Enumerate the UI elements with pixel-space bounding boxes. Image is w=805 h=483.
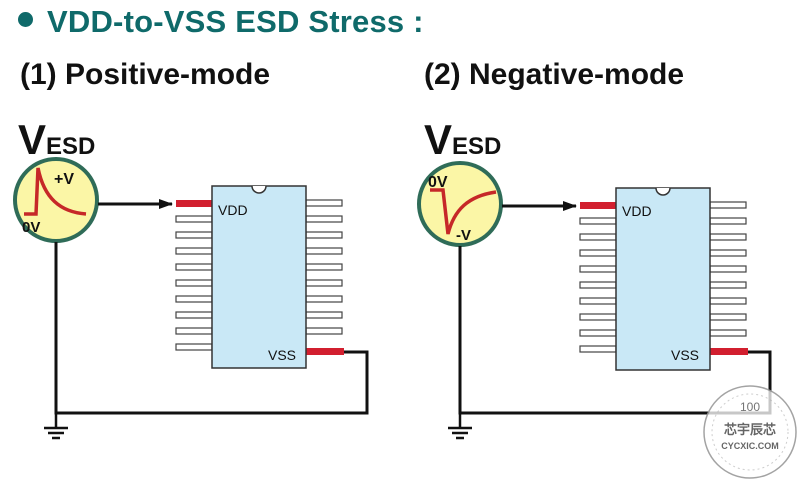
base-label-positive: 0V: [22, 219, 40, 236]
watermark-top: 100: [740, 400, 760, 414]
esd-source-negative: [417, 161, 503, 247]
vdd-label-negative: VDD: [622, 203, 652, 219]
negative-mode-heading: (2) Negative-mode: [424, 58, 685, 91]
left-pins-negative: [579, 217, 617, 353]
esd-source-positive: [13, 157, 99, 243]
vss-label-positive: VSS: [268, 347, 296, 363]
watermark-site: CYCXIC.COM: [721, 441, 779, 451]
ground-icon: [448, 413, 472, 440]
slide-title: VDD-to-VSS ESD Stress :: [18, 4, 424, 40]
return-wire-positive: [54, 242, 369, 415]
watermark-brand: 芯宇辰芯: [724, 422, 776, 437]
panel-positive: +V 0V: [13, 157, 369, 440]
positive-mode-heading: (1) Positive-mode: [20, 58, 271, 91]
vdd-pin-negative: [580, 202, 616, 209]
chip-notch-negative: [655, 187, 671, 196]
chip-notch-positive: [251, 185, 267, 194]
panel-negative: 0V -V: [417, 161, 772, 440]
vesd-sub-negative: ESD: [452, 133, 502, 160]
vesd-label-negative: VESD: [424, 116, 501, 164]
bullet-icon: [18, 12, 33, 27]
vss-pin-negative: [710, 348, 748, 355]
vesd-label-positive: VESD: [18, 116, 95, 164]
peak-label-positive: +V: [54, 171, 74, 188]
vdd-label-positive: VDD: [218, 202, 248, 218]
peak-label-negative: -V: [456, 227, 471, 244]
ic-chip-negative: [615, 187, 711, 371]
left-pins-positive: [175, 215, 213, 351]
vesd-main-negative: V: [424, 116, 453, 163]
base-label-negative: 0V: [428, 174, 448, 191]
negative-pulse-waveform: [430, 188, 497, 235]
positive-pulse-waveform: [24, 167, 87, 216]
slide-title-text: VDD-to-VSS ESD Stress :: [47, 4, 424, 39]
ground-icon: [44, 413, 68, 440]
right-pins-positive: [305, 199, 343, 335]
vss-pin-positive: [306, 348, 344, 355]
right-pins-negative: [709, 201, 747, 337]
watermark-inner-ring: [711, 393, 789, 471]
vesd-sub-positive: ESD: [46, 133, 96, 160]
watermark-seal: 100 芯宇辰芯 CYCXIC.COM: [703, 385, 797, 479]
watermark-ring: [703, 385, 797, 479]
vss-label-negative: VSS: [671, 347, 699, 363]
vesd-main-positive: V: [18, 116, 47, 163]
vdd-pin-positive: [176, 200, 212, 207]
